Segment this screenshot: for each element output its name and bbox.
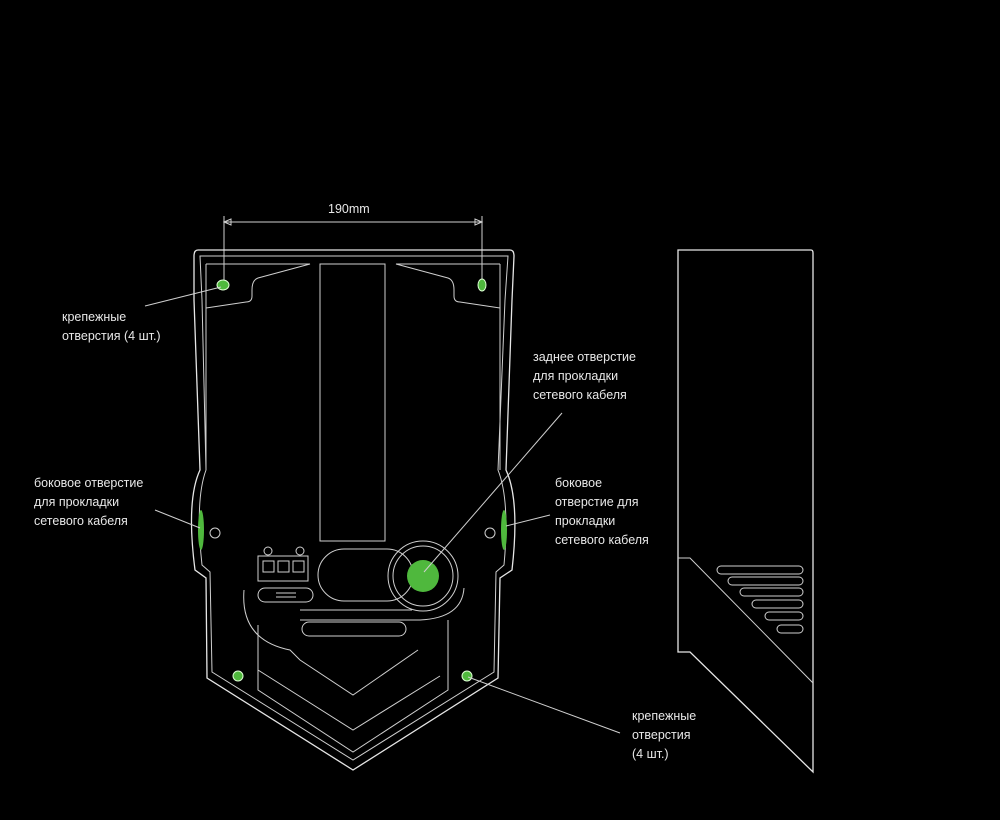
rear-cable-hole (407, 560, 439, 592)
label-mount-holes-bottom: крепежные отверстия (4 шт.) (632, 709, 697, 761)
dimension-label: 190mm (328, 202, 370, 216)
side-cable-hole-left (198, 510, 204, 550)
side-view (677, 249, 814, 774)
mount-hole-bottom-right (461, 670, 473, 682)
power-terminal-block (257, 546, 314, 603)
label-mount-holes-top: крепежные отверстия (4 шт.) (62, 310, 161, 343)
dimension-line (222, 216, 484, 282)
leader-lines (144, 286, 621, 734)
mount-hole-bottom-left (232, 670, 244, 682)
front-view (190, 249, 516, 771)
label-side-hole-right: боковое отверстие для прокладки сетевого… (555, 476, 649, 547)
label-side-hole-left: боковое отверстие для прокладки сетевого… (34, 476, 144, 528)
mount-hole-top-left (216, 279, 230, 291)
side-cable-hole-right (501, 510, 507, 550)
mount-hole-top-right (477, 278, 487, 292)
label-rear-hole: заднее отверстие для прокладки сетевого … (533, 350, 636, 402)
